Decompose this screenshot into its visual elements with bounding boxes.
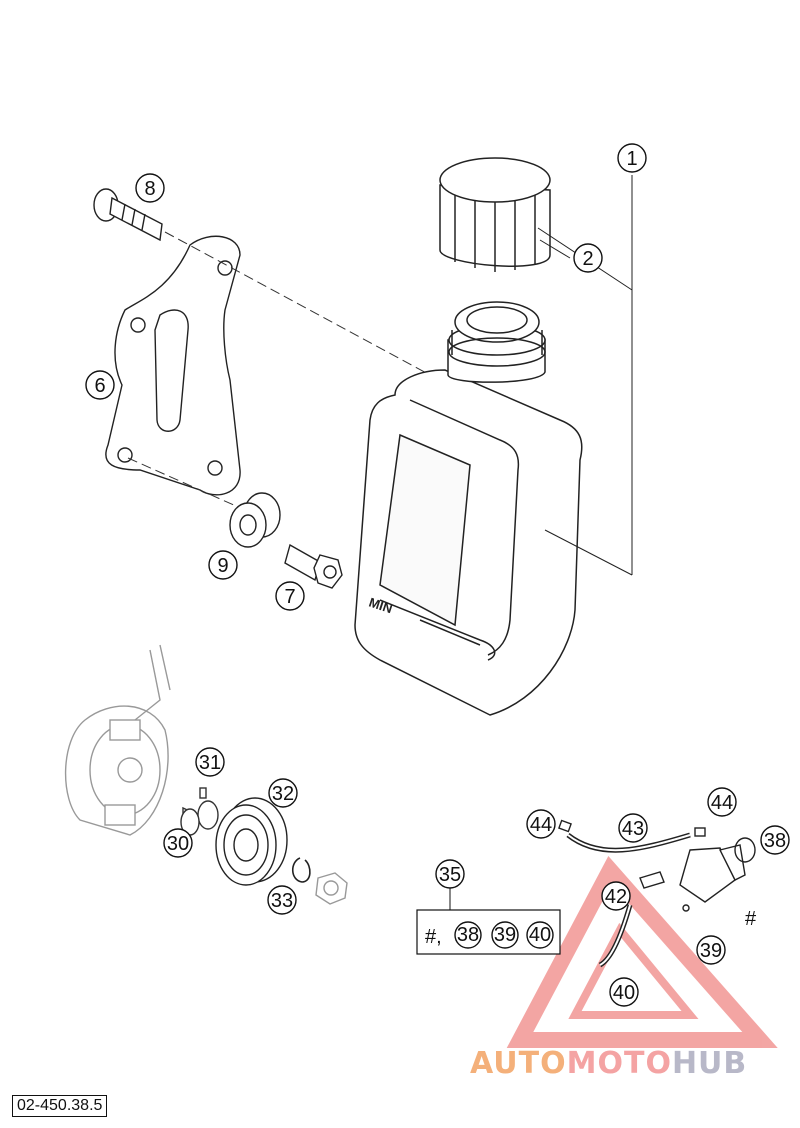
callout-35: 35 <box>435 859 465 889</box>
watermark-hub: HUB <box>671 1046 748 1081</box>
svg-text:30: 30 <box>167 833 189 855</box>
callout-38-kit: 38 <box>454 921 482 949</box>
pulley <box>215 797 288 886</box>
reference-code: 02-450.38.5 <box>12 1095 108 1117</box>
svg-text:31: 31 <box>199 752 221 774</box>
svg-text:9: 9 <box>217 555 228 577</box>
callout-31: 31 <box>195 747 225 777</box>
svg-text:40: 40 <box>613 982 635 1004</box>
watermark-moto: MOTO <box>566 1046 672 1081</box>
svg-text:39: 39 <box>494 924 516 946</box>
svg-text:38: 38 <box>764 830 786 852</box>
callout-44-right: 44 <box>707 787 737 817</box>
callout-8: 8 <box>135 173 165 203</box>
watermark-triangle <box>506 856 778 1048</box>
oil-tank <box>354 301 583 716</box>
svg-text:42: 42 <box>605 886 627 908</box>
circlip <box>291 857 311 883</box>
svg-text:2: 2 <box>582 248 593 270</box>
callout-42: 42 <box>601 881 631 911</box>
rubber-grommet <box>229 492 281 548</box>
watermark-auto: AUTO <box>470 1046 567 1081</box>
svg-text:38: 38 <box>457 924 479 946</box>
min-label: MIN <box>367 595 394 617</box>
callout-7: 7 <box>275 581 305 611</box>
svg-text:8: 8 <box>144 178 155 200</box>
svg-text:6: 6 <box>94 375 105 397</box>
kit-symbol: #, <box>425 926 442 948</box>
hex-nut <box>315 872 348 905</box>
callout-38: 38 <box>760 825 790 855</box>
pump-symbol: # <box>745 908 757 930</box>
callout-43: 43 <box>618 813 648 843</box>
svg-text:35: 35 <box>439 864 461 886</box>
callout-33: 33 <box>267 885 297 915</box>
svg-text:40: 40 <box>529 924 551 946</box>
svg-text:32: 32 <box>272 783 294 805</box>
tank-cap <box>439 157 551 272</box>
leader-lines <box>537 175 633 576</box>
callout-32: 32 <box>268 778 298 808</box>
callout-30: 30 <box>163 828 193 858</box>
callout-1: 1 <box>617 143 647 173</box>
bolt <box>93 188 163 242</box>
callout-44-left: 44 <box>526 809 556 839</box>
svg-text:43: 43 <box>622 818 644 840</box>
hex-screw <box>284 543 343 589</box>
bracket-plate <box>105 235 241 496</box>
svg-text:44: 44 <box>711 792 733 814</box>
svg-text:7: 7 <box>284 586 295 608</box>
svg-text:39: 39 <box>700 940 722 962</box>
callout-40: 40 <box>609 977 639 1007</box>
svg-text:1: 1 <box>626 148 637 170</box>
svg-text:33: 33 <box>271 890 293 912</box>
callout-39: 39 <box>696 935 726 965</box>
callout-9: 9 <box>208 550 238 580</box>
callout-39-kit: 39 <box>491 921 519 949</box>
oil-pump-assembly <box>558 819 756 968</box>
callout-2: 2 <box>573 243 603 273</box>
watermark-text: AUTOMOTOHUB <box>470 1046 747 1081</box>
callout-40-kit: 40 <box>526 921 554 949</box>
assembly-lines <box>127 231 431 511</box>
crank-sleeve <box>180 787 219 836</box>
flywheel-assembly <box>64 644 171 836</box>
callout-6: 6 <box>85 370 115 400</box>
svg-text:44: 44 <box>530 814 552 836</box>
